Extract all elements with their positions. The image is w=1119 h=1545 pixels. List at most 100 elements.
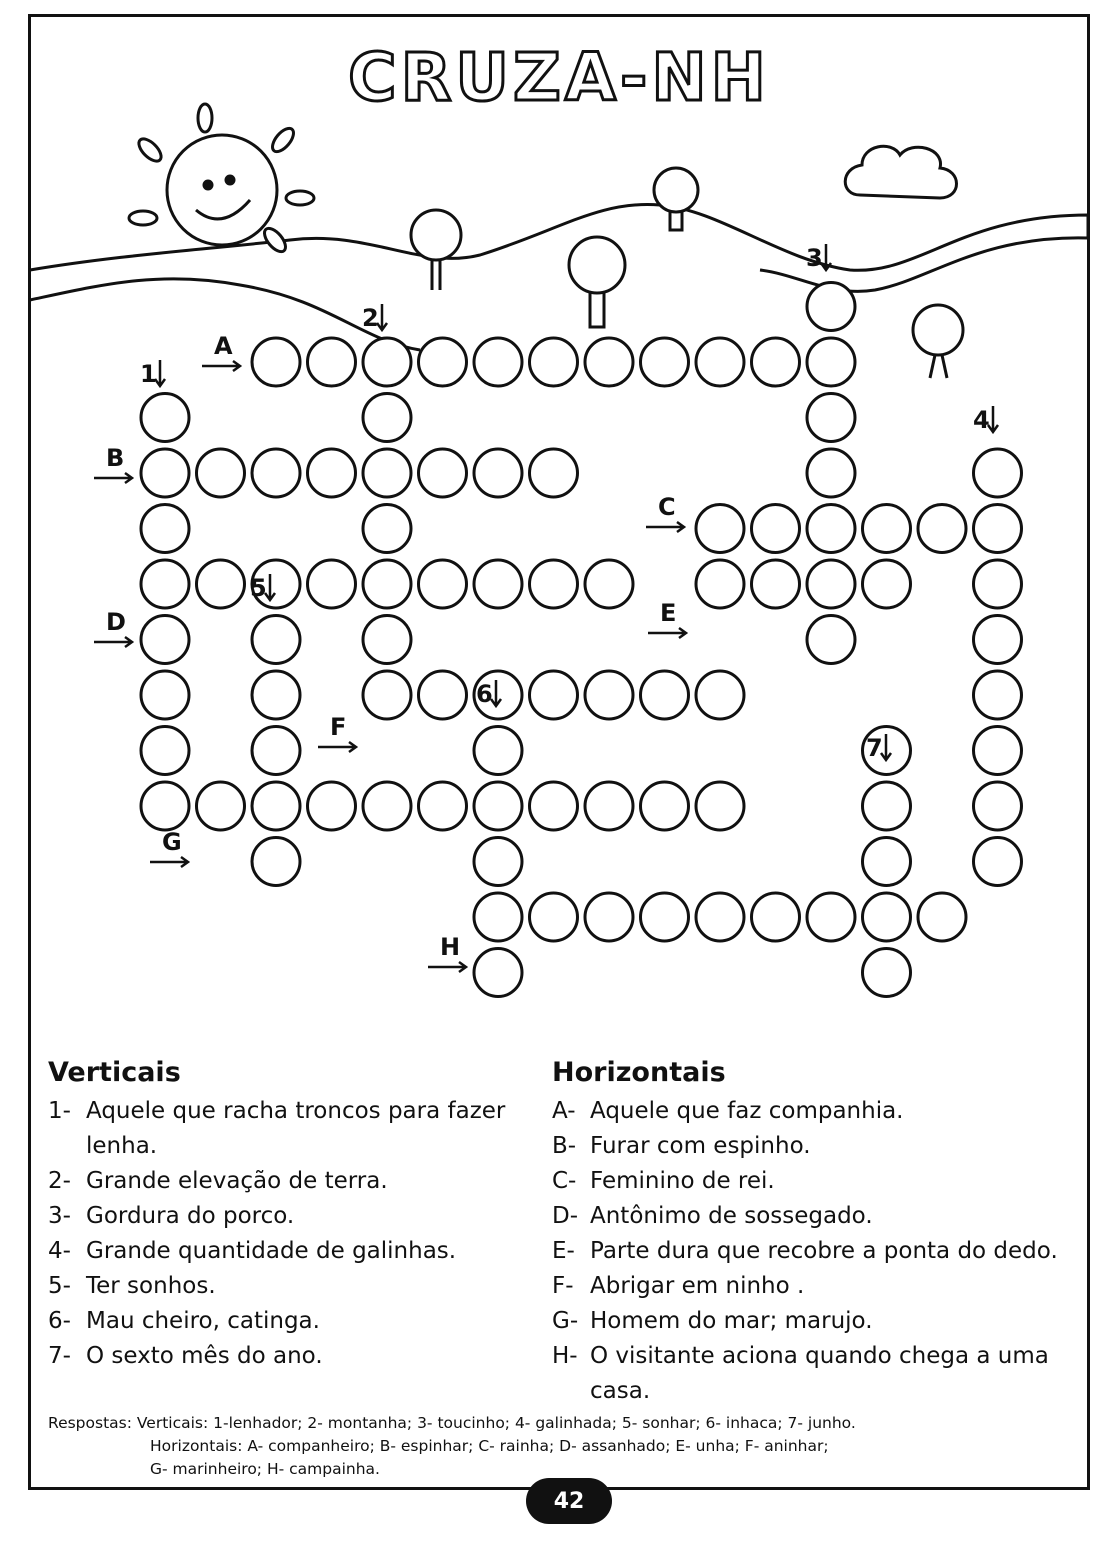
letter-cell[interactable] bbox=[583, 891, 635, 943]
letter-cell[interactable] bbox=[250, 836, 302, 887]
letter-cell[interactable] bbox=[417, 669, 468, 721]
letter-cell[interactable] bbox=[583, 558, 635, 610]
letter-cell[interactable] bbox=[916, 891, 968, 943]
letter-cell[interactable] bbox=[306, 558, 357, 610]
letter-cell[interactable] bbox=[861, 836, 912, 887]
letter-cell[interactable] bbox=[639, 336, 690, 388]
letter-cell[interactable] bbox=[528, 669, 579, 721]
letter-cell[interactable] bbox=[472, 725, 524, 776]
letter-cell[interactable] bbox=[306, 336, 357, 388]
letter-cell[interactable] bbox=[472, 891, 524, 943]
letter-cell[interactable] bbox=[139, 669, 191, 721]
letter-cell[interactable] bbox=[472, 836, 524, 887]
verticais-section: Verticais 1-Aquele que racha troncos par… bbox=[48, 1055, 518, 1374]
letter-cell[interactable] bbox=[805, 392, 857, 443]
letter-cell[interactable] bbox=[694, 558, 746, 610]
letter-cell[interactable] bbox=[250, 614, 302, 665]
letter-cell[interactable] bbox=[361, 558, 413, 610]
letter-cell[interactable] bbox=[139, 725, 191, 776]
letter-cell[interactable] bbox=[139, 447, 191, 499]
letter-cell[interactable] bbox=[805, 336, 857, 388]
letter-cell[interactable] bbox=[361, 614, 413, 665]
letter-cell[interactable] bbox=[972, 725, 1023, 776]
letter-cell[interactable] bbox=[861, 891, 912, 943]
letter-cell[interactable] bbox=[250, 447, 302, 499]
letter-cell[interactable] bbox=[306, 780, 357, 832]
letter-cell[interactable] bbox=[361, 503, 413, 554]
arrow-icon bbox=[819, 244, 833, 273]
letter-cell[interactable] bbox=[694, 669, 746, 721]
letter-cell[interactable] bbox=[805, 503, 857, 554]
letter-cell[interactable] bbox=[250, 780, 302, 832]
letter-cell[interactable] bbox=[139, 503, 191, 554]
letter-cell[interactable] bbox=[861, 503, 912, 554]
letter-cell[interactable] bbox=[195, 447, 246, 499]
letter-cell[interactable] bbox=[250, 558, 302, 610]
letter-cell[interactable] bbox=[472, 447, 524, 499]
letter-cell[interactable] bbox=[583, 669, 635, 721]
letter-cell[interactable] bbox=[195, 780, 246, 832]
letter-cell[interactable] bbox=[472, 558, 524, 610]
letter-cell[interactable] bbox=[583, 336, 635, 388]
letter-cell[interactable] bbox=[472, 780, 524, 832]
letter-cell[interactable] bbox=[139, 780, 191, 832]
letter-cell[interactable] bbox=[361, 669, 413, 721]
letter-cell[interactable] bbox=[750, 336, 801, 388]
letter-cell[interactable] bbox=[639, 780, 690, 832]
letter-cell[interactable] bbox=[972, 503, 1023, 554]
clue-number: 2- bbox=[48, 1168, 71, 1194]
letter-cell[interactable] bbox=[972, 558, 1023, 610]
letter-cell[interactable] bbox=[861, 558, 912, 610]
letter-cell[interactable] bbox=[306, 447, 357, 499]
arrow-icon bbox=[648, 626, 689, 640]
letter-cell[interactable] bbox=[139, 392, 191, 443]
letter-cell[interactable] bbox=[639, 891, 690, 943]
letter-cell[interactable] bbox=[417, 447, 468, 499]
letter-cell[interactable] bbox=[861, 780, 912, 832]
letter-cell[interactable] bbox=[472, 669, 524, 721]
letter-cell[interactable] bbox=[694, 336, 746, 388]
letter-cell[interactable] bbox=[361, 780, 413, 832]
letter-cell[interactable] bbox=[750, 558, 801, 610]
letter-cell[interactable] bbox=[916, 503, 968, 554]
letter-cell[interactable] bbox=[805, 558, 857, 610]
letter-cell[interactable] bbox=[805, 447, 857, 499]
letter-cell[interactable] bbox=[694, 780, 746, 832]
letter-cell[interactable] bbox=[417, 336, 468, 388]
letter-cell[interactable] bbox=[417, 558, 468, 610]
letter-cell[interactable] bbox=[250, 336, 302, 388]
letter-cell[interactable] bbox=[361, 447, 413, 499]
letter-cell[interactable] bbox=[639, 669, 690, 721]
letter-cell[interactable] bbox=[361, 392, 413, 443]
letter-cell[interactable] bbox=[805, 281, 857, 332]
letter-cell[interactable] bbox=[528, 447, 579, 499]
letter-cell[interactable] bbox=[972, 780, 1023, 832]
letter-cell[interactable] bbox=[694, 891, 746, 943]
letter-cell[interactable] bbox=[528, 891, 579, 943]
letter-cell[interactable] bbox=[583, 780, 635, 832]
letter-cell[interactable] bbox=[139, 614, 191, 665]
letter-cell[interactable] bbox=[750, 503, 801, 554]
letter-cell[interactable] bbox=[972, 836, 1023, 887]
letter-cell[interactable] bbox=[972, 447, 1023, 499]
arrow-icon bbox=[202, 359, 243, 373]
letter-cell[interactable] bbox=[750, 891, 801, 943]
letter-cell[interactable] bbox=[972, 614, 1023, 665]
letter-cell[interactable] bbox=[805, 891, 857, 943]
letter-cell[interactable] bbox=[139, 558, 191, 610]
letter-cell[interactable] bbox=[250, 669, 302, 721]
letter-cell[interactable] bbox=[861, 947, 912, 998]
clue-text: Aquele que racha troncos para fazer lenh… bbox=[86, 1098, 506, 1159]
letter-cell[interactable] bbox=[694, 503, 746, 554]
letter-cell[interactable] bbox=[528, 558, 579, 610]
letter-cell[interactable] bbox=[472, 947, 524, 998]
letter-cell[interactable] bbox=[805, 614, 857, 665]
letter-cell[interactable] bbox=[195, 558, 246, 610]
letter-cell[interactable] bbox=[528, 780, 579, 832]
letter-cell[interactable] bbox=[250, 725, 302, 776]
letter-cell[interactable] bbox=[528, 336, 579, 388]
letter-cell[interactable] bbox=[361, 336, 413, 388]
letter-cell[interactable] bbox=[972, 669, 1023, 721]
letter-cell[interactable] bbox=[417, 780, 468, 832]
letter-cell[interactable] bbox=[472, 336, 524, 388]
